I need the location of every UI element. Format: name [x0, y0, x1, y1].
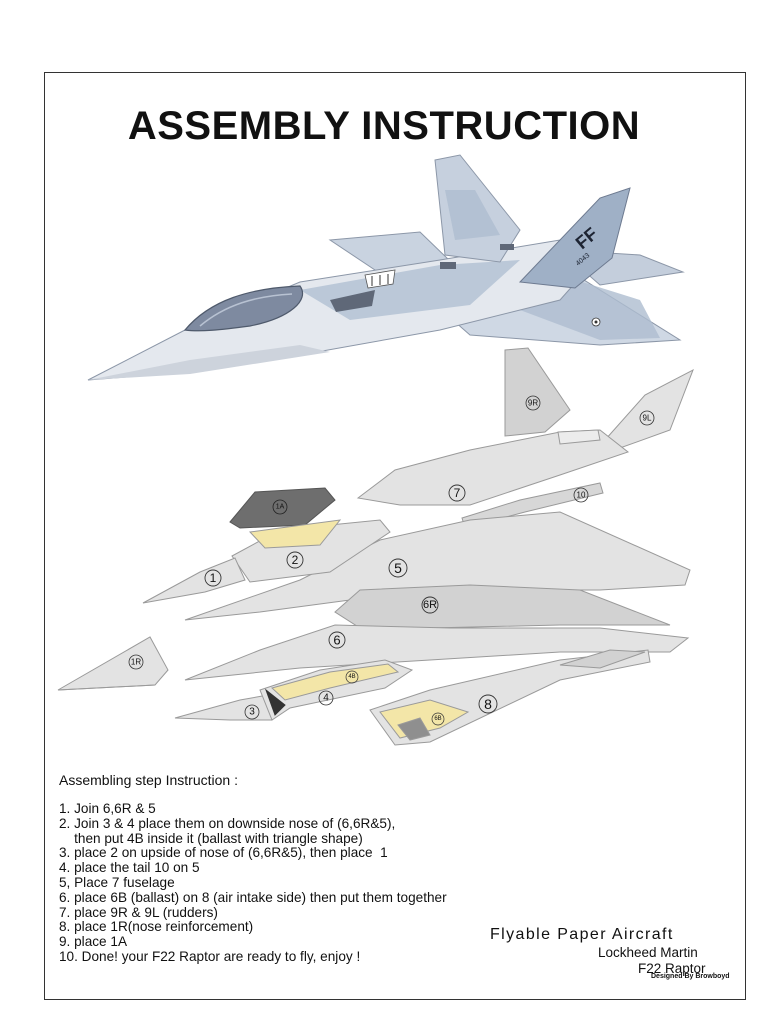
part-7 — [356, 429, 630, 506]
label-10-text: 10 — [577, 491, 586, 500]
instruction-steps: 1. Join 6,6R & 5 2. Join 3 & 4 place the… — [59, 801, 447, 965]
label-6-text: 6 — [333, 633, 340, 648]
instruction-step: 4. place the tail 10 on 5 — [59, 860, 200, 876]
label-9R: 9R — [525, 395, 541, 411]
part-9R — [504, 347, 571, 437]
page-title: ASSEMBLY INSTRUCTION — [127, 104, 641, 148]
label-8-text: 8 — [484, 696, 492, 712]
label-6R-text: 6R — [423, 599, 437, 611]
label-4B-text: 4B — [348, 674, 355, 680]
label-4-text: 4 — [323, 693, 329, 704]
label-1: 1 — [204, 569, 222, 587]
instruction-step: 2. Join 3 & 4 place them on downside nos… — [59, 815, 396, 831]
label-9R-text: 9R — [528, 399, 538, 408]
instruction-step: then put 4B inside it (ballast with tria… — [59, 830, 363, 846]
label-10: 10 — [573, 487, 589, 503]
part-9L — [604, 368, 694, 449]
label-1R: 1R — [128, 654, 144, 670]
part-1 — [142, 557, 246, 604]
label-1A-text: 1A — [276, 504, 285, 511]
instruction-step: 3. place 2 on upside of nose of (6,6R&5)… — [59, 845, 388, 861]
instruction-step: 7. place 9R & 9L (rudders) — [59, 904, 218, 920]
part-6R — [334, 584, 671, 629]
instruction-step: 10. Done! your F22 Raptor are ready to f… — [59, 948, 361, 964]
credit-maker: Lockheed Martin — [598, 945, 698, 960]
label-2-text: 2 — [292, 553, 299, 567]
label-3: 3 — [244, 704, 260, 720]
label-7-text: 7 — [454, 486, 461, 500]
credit-model: F22 Raptor — [638, 961, 706, 976]
label-9L: 9L — [639, 410, 655, 426]
credit-title: Flyable Paper Aircraft — [490, 926, 674, 943]
instructions-heading: Assembling step Instruction : — [59, 772, 238, 788]
label-8: 8 — [478, 694, 498, 714]
instruction-step: 1. Join 6,6R & 5 — [59, 801, 156, 816]
instruction-step: 9. place 1A — [59, 934, 128, 950]
label-3-text: 3 — [249, 707, 255, 718]
label-2: 2 — [286, 551, 304, 569]
part-1R — [57, 636, 169, 691]
part-1A — [229, 487, 336, 529]
parts-diagram — [57, 347, 694, 746]
label-1-text: 1 — [210, 571, 217, 585]
label-4B: 4B — [345, 670, 359, 684]
label-1A: 1A — [272, 499, 288, 515]
label-4: 4 — [318, 690, 334, 706]
instruction-step: 6. place 6B (ballast) on 8 (air intake s… — [59, 889, 447, 905]
aircraft-photo: FF 4043 — [87, 154, 685, 381]
page-frame — [44, 72, 746, 1000]
label-6: 6 — [328, 631, 346, 649]
label-9L-text: 9L — [643, 414, 652, 423]
instruction-step: 8. place 1R(nose reinforcement) — [59, 919, 254, 935]
label-7: 7 — [448, 484, 466, 502]
label-1R-text: 1R — [131, 658, 141, 667]
label-6B: 6B — [431, 712, 445, 726]
label-5-text: 5 — [394, 560, 402, 576]
label-6R: 6R — [421, 596, 439, 614]
part-labels: 9R 9L 7 10 1A 2 5 1 — [128, 395, 655, 726]
instruction-step: 5, Place 7 fuselage — [59, 874, 175, 890]
label-5: 5 — [388, 558, 408, 578]
credit-designer: Designed By Browboyd — [651, 973, 730, 980]
label-6B-text: 6B — [434, 716, 441, 722]
